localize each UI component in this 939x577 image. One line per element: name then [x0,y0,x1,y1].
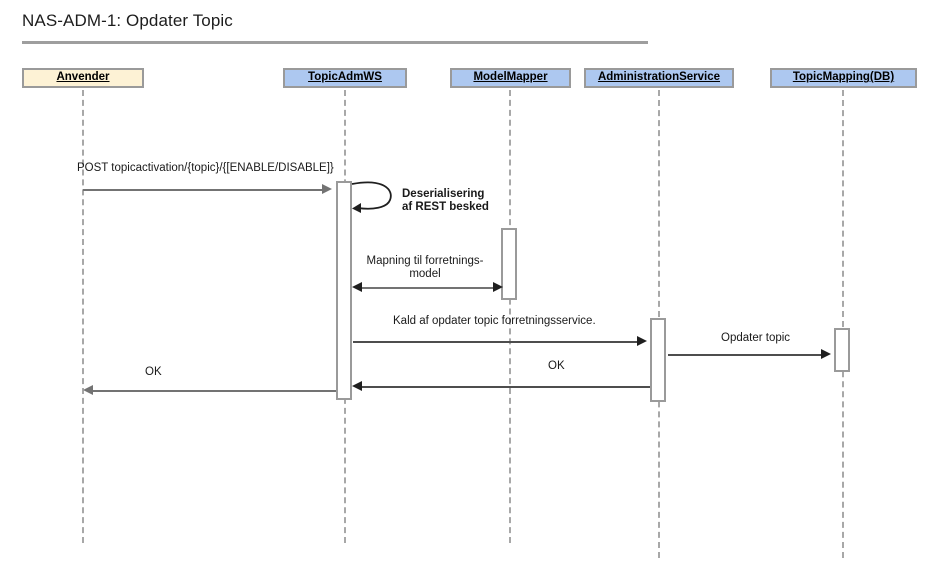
arrowhead-right-icon [637,336,647,346]
self-message-loop-deserialisering [350,180,396,221]
message-label-post-topicactivation: POST topicactivation/{topic}/{[ENABLE/DI… [77,162,334,174]
activation-bar-topicadmws [336,181,352,400]
lifeline-head-anvender[interactable]: Anvender [22,68,144,88]
message-label-opdater-topic: Opdater topic [721,332,791,344]
page-title: NAS-ADM-1: Opdater Topic [22,11,233,30]
message-line-ok-adminsvc [362,386,650,388]
arrowhead-left-icon [83,385,93,395]
arrowhead-right-icon [821,349,831,359]
lifeline-topicmapdb [842,90,844,558]
message-label-mapning-line1: Mapning til forretnings- [366,255,484,267]
message-label-deserialisering-line1: Deserialisering [402,188,485,200]
activation-bar-topicmapdb [834,328,850,372]
lifeline-head-adminsvc[interactable]: AdministrationService [584,68,734,88]
message-line-post-topicactivation [83,189,322,191]
message-label-mapning-til-forretningsmodel: Mapning til forretnings- model [355,255,495,281]
activation-bar-adminsvc [650,318,666,402]
activation-bar-modelmapper [501,228,517,300]
message-label-ok-topicadmws: OK [145,366,162,378]
arrowhead-right-icon [322,184,332,194]
message-line-opdater-topic [668,354,821,356]
lifeline-anvender [82,90,84,543]
lifeline-label-modelmapper: ModelMapper [473,71,548,84]
arrowhead-left-icon [352,381,362,391]
message-label-deserialisering-line2: af REST besked [402,201,489,214]
lifeline-head-topicmapdb[interactable]: TopicMapping(DB) [770,68,917,88]
lifeline-head-modelmapper[interactable]: ModelMapper [450,68,571,88]
lifeline-label-anvender: Anvender [56,71,110,84]
lifeline-label-topicmapdb: TopicMapping(DB) [792,71,895,84]
lifeline-modelmapper [509,90,511,543]
self-loop-icon [351,181,392,213]
message-label-ok-adminsvc: OK [548,360,565,372]
lifeline-label-adminsvc: AdministrationService [597,71,721,84]
message-line-mapning [362,287,496,289]
arrowhead-left-icon [352,282,362,292]
arrowhead-right-icon [493,282,503,292]
message-line-ok-topicadmws [93,390,336,392]
message-label-kald-af-opdater-topic: Kald af opdater topic forretningsservice… [393,315,596,327]
lifeline-head-topicadmws[interactable]: TopicAdmWS [283,68,407,88]
title-divider [22,41,648,44]
message-label-mapning-line2: model [409,268,441,281]
message-line-kald-af-opdater-topic [353,341,637,343]
message-label-deserialisering: Deserialisering af REST besked [402,188,498,214]
lifeline-label-topicadmws: TopicAdmWS [308,71,382,84]
